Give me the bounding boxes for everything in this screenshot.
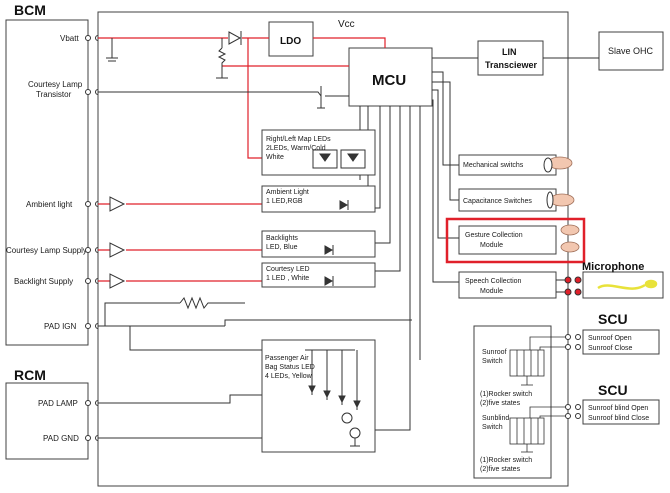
mechanical-label: Mechanical switchs — [463, 162, 524, 169]
courtesy-led-icon — [324, 276, 334, 286]
control-wiring — [98, 57, 599, 439]
sunblind-switch-label: Sunblind — [482, 415, 509, 422]
bcm-title: BCM — [14, 2, 46, 18]
sunroof-close-label: Sunroof Close — [588, 345, 632, 352]
ldo-label: LDO — [280, 36, 301, 47]
map-leds-label-3: White — [266, 154, 284, 161]
airbag-label-2: Bag Status LED — [265, 364, 315, 371]
mcu-box — [348, 47, 433, 107]
ambient-led-label: Ambient Light — [266, 189, 309, 196]
buffer-icons — [109, 196, 126, 289]
airbag-led-array-icon — [305, 349, 361, 447]
pad-ign-label: PAD IGN — [44, 322, 77, 331]
switch-ladder-icons — [509, 336, 568, 453]
speech-label: Speech Collection — [465, 278, 522, 285]
mcu-label: MCU — [372, 72, 406, 89]
courtesy-lamp-supply-label: Courtesy Lamp Supply — [6, 246, 87, 255]
rocker-label-1: (1)Rocker switch — [480, 391, 532, 398]
speech-label-2: Module — [480, 288, 503, 295]
pad-gnd-label: PAD GND — [43, 434, 79, 443]
blind-open-label: Sunroof blind Open — [588, 405, 648, 412]
rcm-title: RCM — [14, 367, 46, 383]
rocker-label-2: (2)five states — [480, 400, 521, 407]
bcm-box — [5, 19, 89, 346]
courtesy-led-box — [261, 262, 376, 288]
sunblind-switch-label-2: Switch — [482, 424, 503, 431]
ambient-led-icon — [339, 200, 349, 210]
ldo-box — [268, 21, 314, 57]
scu-connectors — [565, 334, 581, 419]
lin-label: LIN — [502, 47, 517, 57]
capacitance-label: Capacitance Switches — [463, 198, 532, 205]
vcc-label: Vcc — [338, 19, 355, 30]
microphone-icon — [597, 279, 658, 290]
speech-module-box — [458, 271, 557, 299]
sunroof-switch-label: Sunroof — [482, 349, 507, 356]
scu-top-title: SCU — [598, 311, 628, 327]
sunroof-switch-label-2: Switch — [482, 358, 503, 365]
ambient-light-label: Ambient light — [26, 200, 73, 209]
courtesy-lamp-transistor-label: Courtesy Lamp — [28, 80, 83, 89]
slave-ohc-box — [598, 31, 664, 71]
vbatt-label: Vbatt — [60, 34, 79, 43]
rocker-label-3: (1)Rocker switch — [480, 457, 532, 464]
courtesy-lamp-transistor-label-2: Transistor — [36, 90, 72, 99]
blind-close-label: Sunroof blind Close — [588, 415, 649, 422]
map-leds-label-2: 2LEDs, Warm/Cold — [266, 145, 326, 152]
gesture-highlight-frame — [445, 217, 586, 264]
map-led-icons — [312, 149, 366, 169]
pad-lamp-label: PAD LAMP — [38, 399, 78, 408]
gesture-module-box — [458, 225, 557, 255]
hand-icons — [547, 156, 580, 253]
scu-top-box — [582, 329, 660, 355]
sunroof-open-label: Sunroof Open — [588, 335, 632, 342]
microphone-connectors — [556, 276, 582, 296]
diode-icon — [228, 31, 242, 45]
rocker-label-4: (2)five states — [480, 466, 521, 473]
scu-bottom-title: SCU — [598, 382, 628, 398]
airbag-led-box — [261, 339, 376, 453]
slave-ohc-label: Slave OHC — [608, 46, 654, 56]
rcm-box — [5, 382, 89, 460]
map-leds-label: Right/Left Map LEDs — [266, 136, 331, 143]
backlights-label: Backlights — [266, 235, 298, 242]
backlight-led-icon — [324, 245, 334, 255]
backlight-supply-label: Backlight Supply — [14, 277, 73, 286]
lin-label-2: Transciewer — [485, 60, 538, 70]
microphone-label: Microphone — [582, 261, 644, 273]
courtesy-led-label-2: 1 LED , White — [266, 275, 309, 282]
courtesy-led-label: Courtesy LED — [266, 266, 310, 273]
backlights-label-2: LED, Blue — [266, 244, 298, 251]
ambient-led-label-2: 1 LED,RGB — [266, 198, 303, 205]
ambient-led-box — [261, 185, 376, 213]
gesture-label: Gesture Collection — [465, 232, 523, 239]
gesture-label-2: Module — [480, 242, 503, 249]
vbatt-divider — [106, 38, 228, 79]
airbag-label: Passenger Air — [265, 355, 309, 362]
backlights-box — [261, 230, 376, 258]
switch-knob-icons — [543, 157, 554, 209]
scu-bottom-box — [582, 399, 660, 425]
airbag-label-3: 4 LEDs, Yellow — [265, 373, 313, 380]
